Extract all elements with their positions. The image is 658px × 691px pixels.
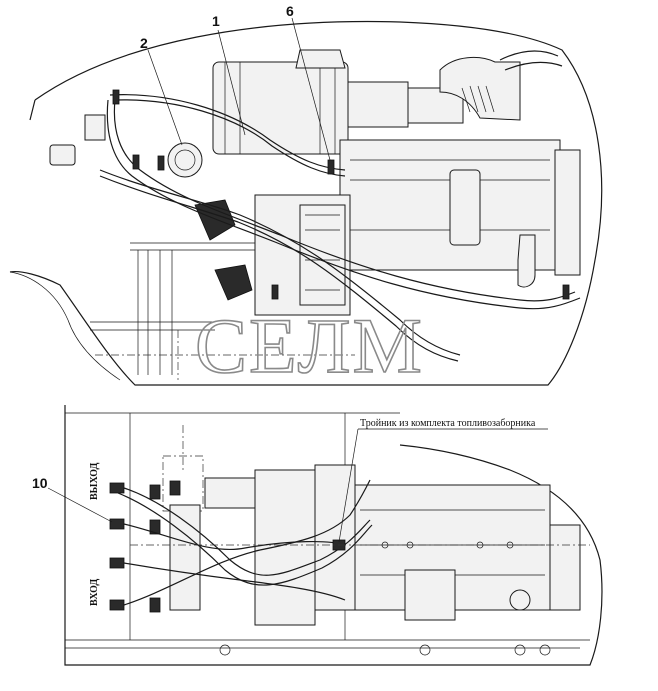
bottom-view-outline: [64, 405, 603, 666]
ground-mark-4: [539, 644, 551, 656]
leader-1: [217, 29, 246, 136]
air-filter-ribs: [224, 62, 336, 154]
top-view-fender: [9, 271, 121, 381]
tee-annotation-leader: [338, 428, 359, 543]
fuel-line-bottom-b: [123, 523, 346, 551]
port-fitting-4: [109, 599, 125, 611]
top-view-crossmember: [137, 250, 173, 375]
ground-mark-3: [514, 644, 526, 656]
callout-2: 2: [140, 35, 183, 146]
outlet-label: ВЫХОД: [89, 463, 100, 500]
intake-elbow: [439, 57, 521, 121]
leader-2: [147, 49, 183, 146]
callout-6: 6: [286, 3, 331, 161]
fuel-filter-bowl: [449, 169, 481, 246]
top-view-frame-rail-lower: [90, 321, 215, 331]
fuel-line-bottom-d: [123, 479, 371, 606]
fuel-line-top-b: [114, 99, 346, 177]
top-view: [9, 20, 603, 386]
leader-6: [291, 17, 331, 161]
air-intake-pipe: [347, 81, 409, 128]
clip-6: [271, 284, 279, 300]
round-housing-inner: [174, 149, 196, 171]
leader-10: [47, 487, 113, 523]
callout-1-label: 1: [212, 13, 220, 29]
bottom-view-frame-lower: [65, 639, 590, 649]
engine-side-cover: [554, 149, 581, 276]
port-fitting-1: [109, 482, 125, 494]
air-filter-cap: [295, 49, 346, 69]
fuel-line-diag-a: [113, 99, 576, 302]
clutch-housing-bottom: [314, 464, 356, 611]
callout-10-label: 10: [32, 475, 48, 491]
inlet-label: ВХОД: [89, 579, 100, 606]
clip-2: [132, 154, 140, 170]
bottom-view: [64, 405, 603, 666]
callout-1: 1: [212, 13, 246, 136]
coolant-pipe: [517, 234, 536, 288]
pump-ribs: [305, 214, 340, 291]
engine-bolt-4: [506, 541, 514, 549]
block-bottom-left: [169, 504, 201, 611]
port-fitting-8: [169, 480, 181, 496]
tee-annotation: Тройник из комплекта топливозаборника: [338, 418, 548, 543]
rear-cover-bottom: [549, 524, 581, 611]
air-filter-housing: [212, 61, 349, 155]
pump-bottom: [204, 477, 256, 509]
top-view-outline: [9, 20, 603, 386]
fuel-line-diag-b: [106, 99, 581, 310]
ground-mark-1: [219, 644, 231, 656]
callout-6-label: 6: [286, 3, 294, 19]
fuel-line-bottom-a: [123, 487, 371, 576]
intake-duct-upper: [499, 50, 563, 71]
callout-2-label: 2: [140, 35, 148, 51]
tee-annotation-text: Тройник из комплекта топливозаборника: [360, 418, 536, 429]
gear-housing-bottom: [254, 469, 316, 626]
bracket-mount: [84, 114, 106, 141]
mount-bottom-right: [509, 589, 531, 611]
callout-10: 10: [32, 475, 113, 523]
clip-1: [112, 89, 120, 105]
port-fitting-5: [149, 484, 161, 500]
watermark: СЕЛМ: [195, 302, 424, 389]
round-housing: [167, 142, 203, 178]
intake-corrugation: [461, 85, 495, 113]
fuel-line-low-b: [99, 175, 459, 362]
fuel-valve-lower: [214, 264, 253, 301]
fuel-line-bottom-e: [117, 492, 373, 586]
clip-4: [327, 159, 335, 175]
clip-3: [157, 155, 165, 171]
port-fitting-7: [149, 597, 161, 613]
port-fitting-6: [149, 519, 161, 535]
port-fitting-2: [109, 518, 125, 530]
ground-mark-2: [419, 644, 431, 656]
fuel-line-top-a: [109, 94, 346, 171]
fuel-line-low: [99, 169, 461, 356]
bracket-left: [49, 144, 76, 166]
clip-5: [562, 284, 570, 300]
accessory-bottom: [404, 569, 456, 621]
port-fitting-3: [109, 557, 125, 569]
